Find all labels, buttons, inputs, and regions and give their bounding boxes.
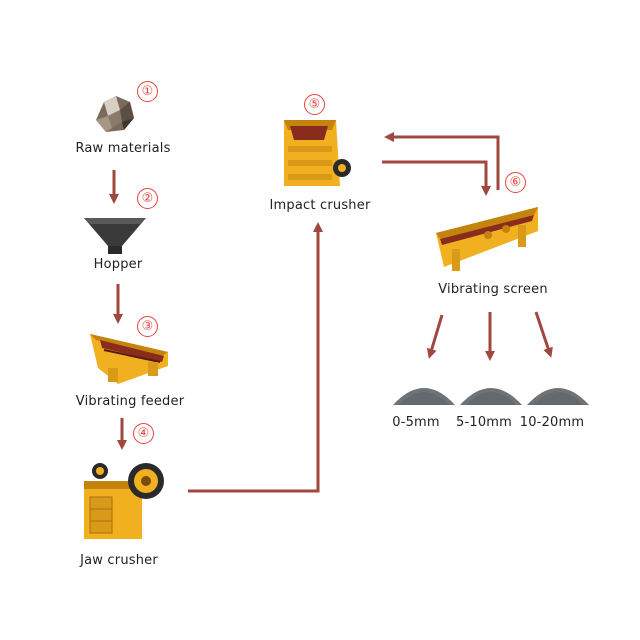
impact-crusher-icon bbox=[284, 120, 351, 186]
vibrating-screen-icon bbox=[436, 207, 538, 271]
gravel-pile-icon bbox=[393, 388, 455, 405]
step-label-vibrating-screen: Vibrating screen bbox=[438, 282, 548, 297]
jaw-crusher-icon bbox=[84, 463, 164, 539]
gravel-pile-icon bbox=[527, 388, 589, 405]
gravel-pile-icon bbox=[460, 388, 522, 405]
step-label-hopper: Hopper bbox=[93, 257, 143, 272]
step-number-1: ① bbox=[137, 81, 158, 102]
rock-icon bbox=[96, 96, 134, 132]
arrow-screen-to-fine bbox=[426, 314, 444, 359]
hopper-icon bbox=[84, 218, 146, 254]
step-label-jaw-crusher: Jaw crusher bbox=[80, 553, 158, 568]
step-label-vibrating-feeder: Vibrating feeder bbox=[75, 394, 185, 409]
step-number-2: ② bbox=[137, 188, 158, 209]
step-number-5: ⑤ bbox=[304, 94, 325, 115]
step-label-impact-crusher: Impact crusher bbox=[269, 198, 371, 213]
output-label-10-20mm: 10-20mm bbox=[519, 415, 585, 430]
arrow-jaw-to-impact bbox=[188, 222, 323, 493]
output-label-0-5mm: 0-5mm bbox=[392, 415, 440, 430]
arrow-screen-return bbox=[384, 132, 500, 190]
step-number-6: ⑥ bbox=[505, 172, 526, 193]
output-label-5-10mm: 5-10mm bbox=[455, 415, 513, 430]
step-number-4: ④ bbox=[133, 423, 154, 444]
step-number-3: ③ bbox=[137, 316, 158, 337]
arrow-impact-to-screen bbox=[382, 160, 491, 196]
arrow-screen-to-coarse bbox=[534, 311, 553, 358]
step-label-raw-materials: Raw materials bbox=[75, 141, 171, 156]
vibrating-feeder-icon bbox=[90, 334, 168, 384]
